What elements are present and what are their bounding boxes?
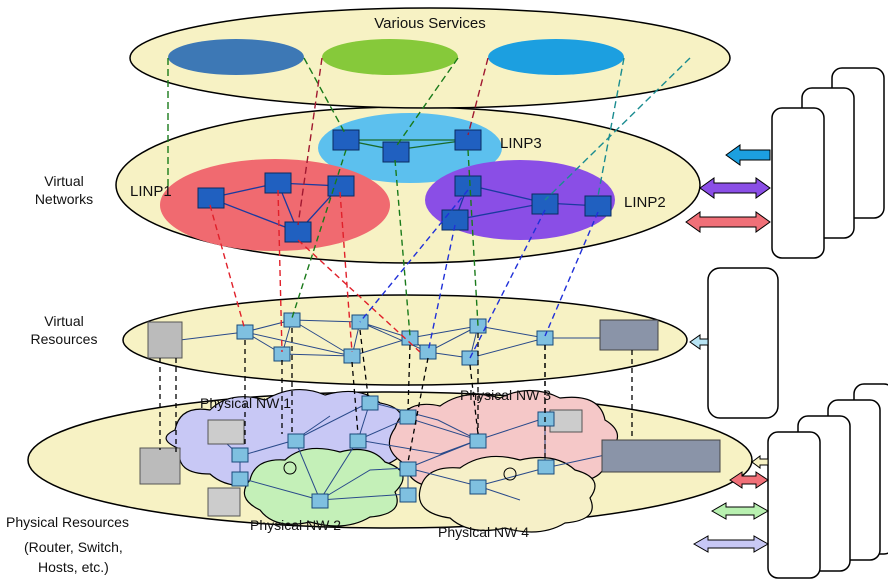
switch-icon [537,459,555,475]
network-mapping-lines [209,149,599,359]
host-rack-icon [207,419,245,445]
physical-nw4-label: Physical NW 4 [438,524,529,540]
host-rack-icon [147,321,183,359]
switch-icon [197,187,225,209]
arrow-both-icon [710,502,770,520]
switch-icon [419,344,437,360]
arrow-left-icon [751,455,769,469]
panel [771,107,825,259]
physical-nw1-label: Physical NW 1 [200,395,291,411]
right-arrows-bottom [692,455,770,553]
switch-icon [584,195,612,217]
physical-nw4-cloud [418,455,596,533]
arrow-both-icon [692,535,770,553]
host-rack-icon [601,439,721,473]
switch-icon [349,433,367,449]
linp1-label: LINP1 [130,183,172,200]
host-rack-icon [599,319,659,351]
service-green [322,39,458,75]
host-rack-icon [207,487,241,517]
physical-resources-label-line2: (Router, Switch, [24,539,123,555]
physical-nw2-label: Physical NW 2 [250,517,341,533]
switch-icon [454,175,482,197]
switch-icon [273,346,291,362]
router-icon [283,461,297,475]
switch-icon [536,330,554,346]
switch-icon [441,209,469,231]
router-icon [503,467,517,481]
virtual-resources-label-line2: Resources [31,331,98,347]
service-cyan [488,39,624,75]
right-arrows-top [685,144,771,233]
switch-icon [283,312,301,328]
host-rack-icon [549,409,583,433]
virtual-resources-label-line1: Virtual [44,313,83,329]
physical-resources-label-line1: Physical Resources [6,514,129,530]
right-panels-bottom [767,383,888,579]
switch-icon [531,193,559,215]
switch-icon [332,129,360,151]
resource-mapping-lines [159,328,633,463]
physical-devices [139,395,721,517]
switch-icon [399,409,417,425]
linp3-label: LINP3 [500,135,542,152]
virtual-switches [197,129,612,243]
arrow-both-icon [729,471,769,489]
virtual-networks-label-line1: Virtual [44,173,83,189]
switch-icon [231,471,249,487]
switch-icon [236,324,254,340]
arrow-both-icon [699,177,771,199]
service-blue [168,39,304,75]
switch-icon [399,487,417,503]
physical-resources-label-line3: Hosts, etc.) [38,559,109,575]
host-rack-icon [139,447,181,485]
switch-icon [399,461,417,477]
switch-icon [382,141,410,163]
switch-icon [231,447,249,463]
switch-icon [469,433,487,449]
service-mapping-lines [167,57,691,226]
right-panels-top [771,67,885,259]
arrow-left-icon [689,334,709,350]
panel [767,431,821,579]
linp2-label: LINP2 [624,194,666,211]
physical-nw3-label: Physical NW 3 [460,387,551,403]
switch-icon [343,348,361,364]
arrow-both-icon [685,211,771,233]
switch-icon [537,411,555,427]
virtual-networks-label-line2: Networks [35,191,93,207]
switch-icon [287,433,305,449]
virtual-resources-panel [707,267,779,419]
switch-icon [361,395,379,411]
switch-icon [311,493,329,509]
arrow-left-icon [725,144,771,166]
services-label: Various Services [374,15,485,32]
switch-icon [469,479,487,495]
